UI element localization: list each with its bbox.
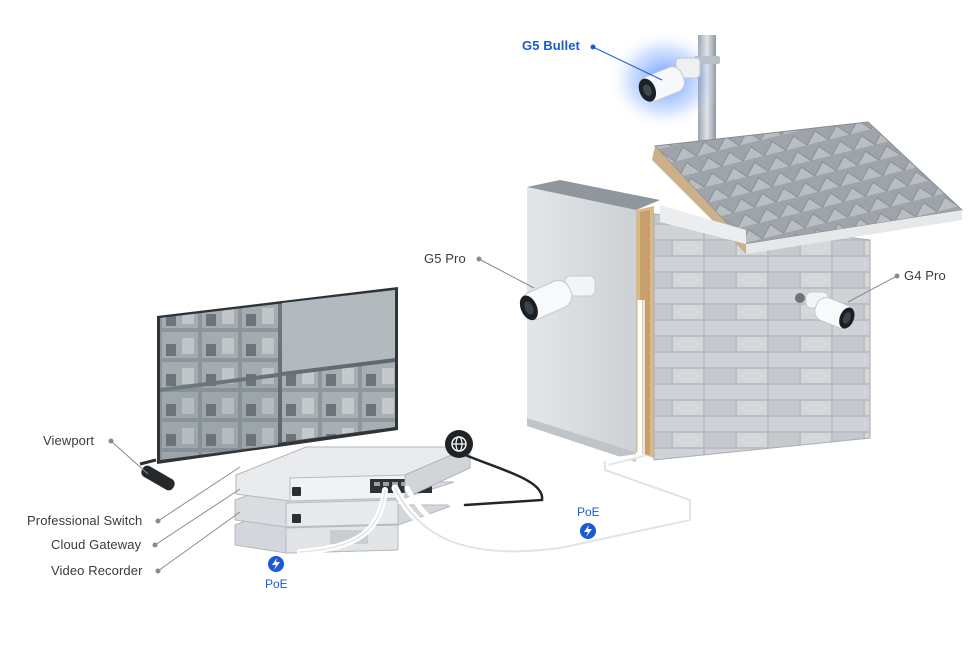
g4-pro-camera bbox=[795, 291, 856, 330]
cables bbox=[297, 450, 694, 555]
lightning-icon bbox=[580, 523, 596, 539]
label-g5-pro: G5 Pro bbox=[424, 251, 466, 266]
label-professional-switch: Professional Switch bbox=[27, 513, 143, 528]
label-video-recorder: Video Recorder bbox=[51, 563, 143, 578]
internet-cable bbox=[456, 450, 544, 507]
g5-pro-camera bbox=[519, 275, 596, 321]
label-cloud-gateway: Cloud Gateway bbox=[51, 537, 142, 552]
label-poe-right: PoE bbox=[577, 505, 600, 519]
label-viewport: Viewport bbox=[43, 433, 95, 448]
label-g4-pro: G4 Pro bbox=[904, 268, 946, 283]
label-poe-left: PoE bbox=[265, 577, 288, 591]
viewport-display bbox=[139, 287, 398, 491]
lightning-icon bbox=[268, 556, 284, 572]
interior-wall bbox=[527, 187, 636, 452]
building bbox=[527, 121, 964, 467]
leader-lines bbox=[108, 44, 900, 574]
g5-bullet-camera bbox=[607, 30, 723, 150]
rack-stack bbox=[234, 446, 471, 554]
globe-icon bbox=[445, 430, 473, 458]
viewport-device bbox=[141, 465, 175, 491]
label-g5-bullet: G5 Bullet bbox=[522, 38, 580, 53]
